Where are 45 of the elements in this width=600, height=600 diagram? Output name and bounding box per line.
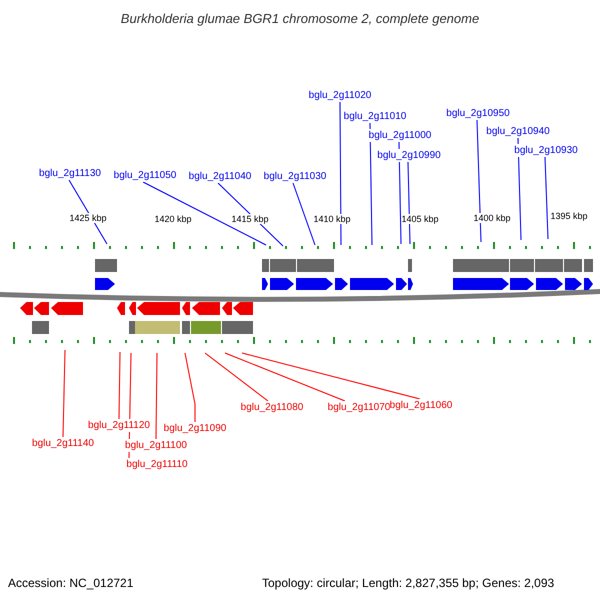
leader-line	[204, 352, 268, 402]
gene-label: bglu_2g10950	[446, 107, 510, 120]
leader-line	[476, 120, 482, 242]
gene-label: bglu_2g10930	[514, 144, 578, 157]
gene-label: bglu_2g11000	[368, 129, 432, 142]
gene-label: bglu_2g11140	[32, 437, 94, 450]
leader-line	[292, 182, 316, 246]
scale-label: 1405 kbp	[401, 214, 439, 224]
leader-line	[142, 182, 266, 246]
scale-label: 1395 kbp	[550, 211, 588, 221]
gene-label: bglu_2g11070	[328, 401, 390, 414]
gene-label: bglu_2g11060	[390, 399, 452, 412]
footer-text: Topology: circular; Length: 2,827,355 bp; Genes: 2,093	[262, 575, 554, 592]
gene-label: bglu_2g11110	[126, 458, 188, 471]
gene-label: bglu_2g11010	[344, 110, 406, 123]
leader-line	[242, 352, 420, 400]
scale-label: 1400 kbp	[473, 213, 511, 223]
leader-line	[518, 138, 522, 240]
gene-label: bglu_2g11130	[39, 167, 101, 180]
leader-line	[184, 352, 196, 422]
gene-label: bglu_2g11050	[114, 169, 176, 182]
gene-label: bglu_2g11040	[188, 170, 252, 183]
leader-line	[370, 122, 372, 246]
leader-line	[224, 352, 346, 402]
gene-label: bglu_2g11090	[164, 422, 226, 435]
leader-line	[62, 350, 66, 438]
gene-label: bglu_2g11020	[308, 89, 372, 102]
leader-line	[408, 162, 410, 244]
gene-label: bglu_2g10940	[486, 125, 550, 138]
leader-line	[340, 102, 342, 246]
scale-label: 1415 kbp	[231, 214, 269, 224]
scale-label: 1425 kbp	[69, 213, 107, 223]
footer-text: Accession: NC_012721	[8, 575, 134, 592]
leader-line	[156, 352, 158, 440]
gene-label: bglu_2g11100	[125, 439, 187, 452]
leader-line	[118, 352, 120, 420]
gene-label: bglu_2g10990	[377, 149, 441, 162]
leader-line	[398, 142, 402, 244]
chart-title: Burkholderia glumae BGR1 chromosome 2, complete genome	[120, 10, 480, 28]
scale-label: 1420 kbp	[154, 214, 192, 224]
leader-line	[544, 156, 548, 240]
gene-label: bglu_2g11120	[88, 419, 150, 432]
gene-label: bglu_2g11080	[240, 401, 304, 414]
scale-label: 1410 kbp	[313, 214, 351, 224]
gene-label: bglu_2g11030	[264, 170, 326, 183]
